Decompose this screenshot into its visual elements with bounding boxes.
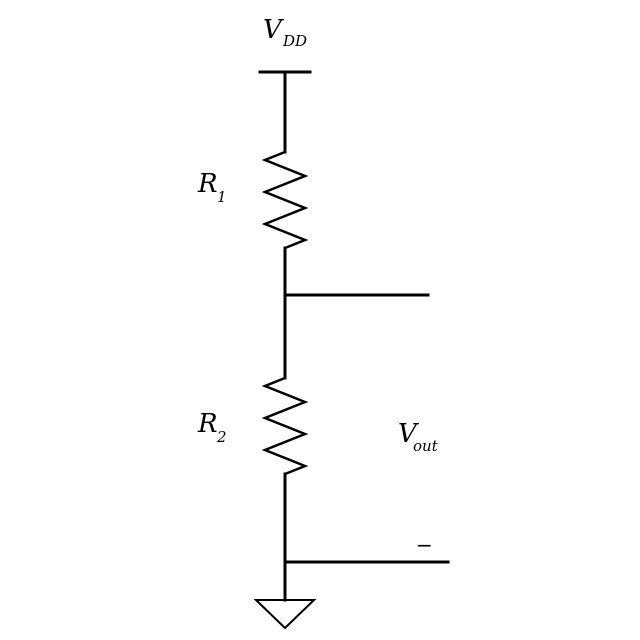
resistor-r2 <box>261 376 309 476</box>
supply-label: V <box>263 15 284 45</box>
output-label-main: V <box>398 419 419 449</box>
r2-label: R <box>197 409 218 439</box>
r2-label-main: R <box>197 409 218 439</box>
output-label-sub: out <box>413 437 439 455</box>
supply-label-main: V <box>263 15 284 45</box>
resistor-r1 <box>261 150 309 250</box>
output-label: V <box>398 419 419 449</box>
minus-sign: − <box>416 533 433 557</box>
supply-label-sub: DD <box>282 32 307 50</box>
ground-icon <box>253 599 317 630</box>
r1-label-sub: 1 <box>217 188 227 206</box>
r1-label: R <box>197 169 218 199</box>
r2-label-sub: 2 <box>216 428 227 446</box>
r1-label-main: R <box>197 169 218 199</box>
